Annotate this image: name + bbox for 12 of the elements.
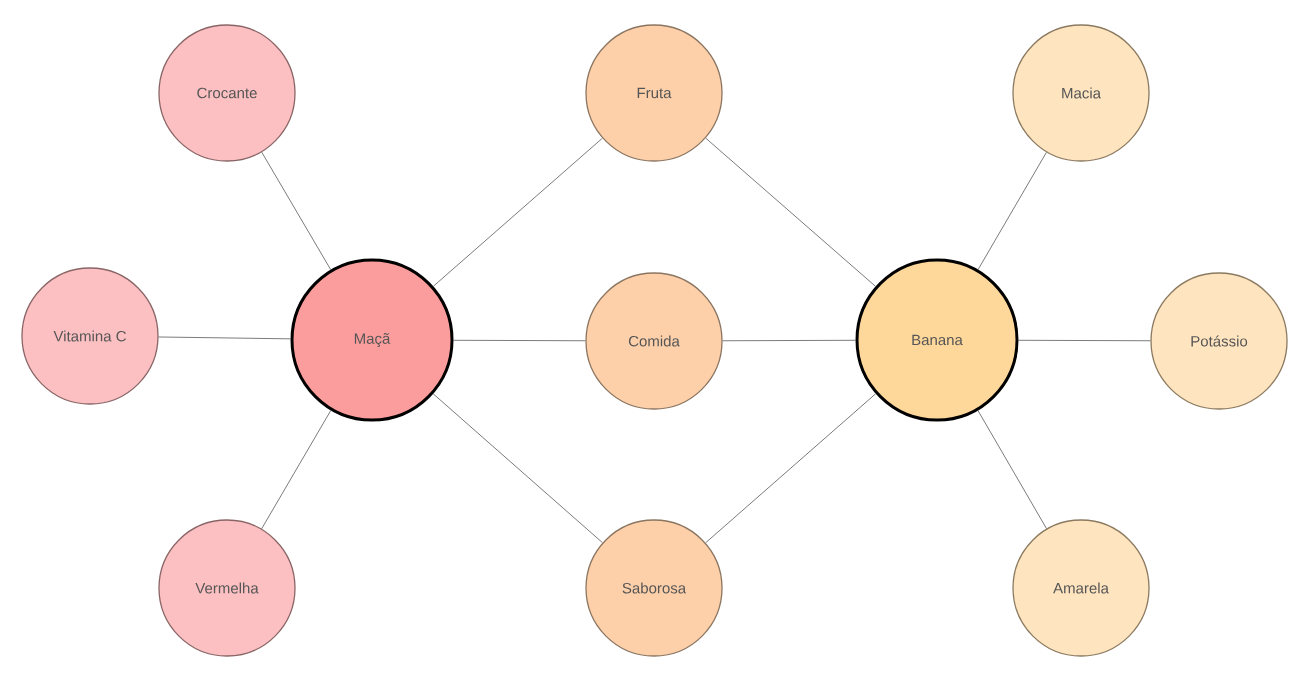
connector-line: [432, 393, 603, 544]
connector-line: [722, 339, 856, 342]
connector-line: [261, 409, 332, 530]
connector-line: [432, 137, 603, 287]
connector-line: [977, 151, 1047, 270]
connector-line: [453, 339, 586, 342]
connector-line: [261, 151, 332, 271]
connector-line: [1018, 339, 1151, 342]
connector-line: [705, 393, 877, 544]
connector-line: [705, 137, 876, 287]
connector-line: [977, 410, 1047, 530]
connector-line: [158, 336, 291, 340]
